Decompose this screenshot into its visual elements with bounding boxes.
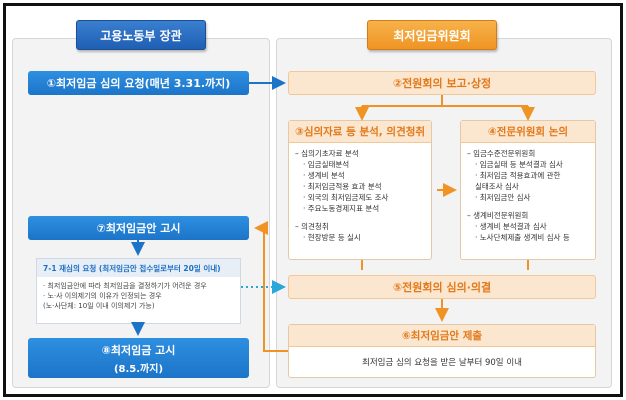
card-section-heading: – 심의기초자료 분석 bbox=[295, 149, 359, 158]
commission-header: 최저임금위원회 bbox=[367, 20, 497, 50]
card-list-item: · 최저임금안 심사 bbox=[475, 193, 531, 202]
step6-submit-text: 최저임금 심의 요청을 받은 날부터 90일 이내 bbox=[362, 358, 522, 368]
step4-expert-card: ④전문위원회 논의 – 임금수준전문위원회 · 임금실태 등 분석결과 심사 · 최… bbox=[460, 120, 596, 260]
ministry-header: 고용노동부 장관 bbox=[76, 20, 206, 50]
card-list-item: · 생계비 분석 bbox=[303, 171, 345, 180]
card-section-heading: – 의견청취 bbox=[295, 222, 329, 231]
step2-report-box: ②전원회의 보고·상정 bbox=[288, 71, 596, 95]
step4-expert-title: ④전문위원회 논의 bbox=[461, 121, 595, 143]
card-section-heading: – 임금수준전문위원회 bbox=[467, 149, 536, 158]
card-list-item: · 현장방문 등 실시 bbox=[303, 233, 361, 242]
step1-request-label: ①최저임금 심의 요청(매년 3.31.까지) bbox=[46, 77, 231, 90]
step8-final-title: ⑧최저임금 고시 bbox=[101, 343, 176, 357]
step7-notice-box: ⑦최저임금안 고시 bbox=[28, 216, 249, 240]
step7-notice-label: ⑦최저임금안 고시 bbox=[96, 222, 181, 235]
step3-analysis-title: ③심의자료 등 분석, 의견청취 bbox=[289, 121, 431, 143]
card-list-item: · 임금실태분석 bbox=[303, 160, 350, 169]
step3-analysis-card: ③심의자료 등 분석, 의견청취 – 심의기초자료 분석 · 임금실태분석 · 생계… bbox=[288, 120, 432, 260]
card-list-item: · 임금실태 등 분석결과 심사 bbox=[475, 160, 563, 169]
card-list-item: · 주요노동경제지표 분석 bbox=[303, 204, 380, 213]
card-section-heading: – 생계비전문위원회 bbox=[467, 211, 529, 220]
step8-final-deadline: (8.5.까지) bbox=[113, 363, 164, 375]
step6-submit-title: ⑥최저임금안 제출 bbox=[289, 325, 595, 347]
step2-report-label: ②전원회의 보고·상정 bbox=[392, 77, 492, 90]
card-list-item: · 생계비 분석결과 심사 bbox=[475, 222, 547, 231]
card-list-item: · 외국의 최저임금제도 조사 bbox=[303, 193, 389, 202]
step5-decide-label: ⑤전원회의 심의·의결 bbox=[392, 281, 492, 294]
reexam-line: · 노·사 이의제기의 이유가 인정되는 경우 bbox=[43, 292, 162, 300]
card-list-item: · 최저임금 적용효과에 관한 bbox=[475, 171, 561, 180]
step4-expert-body: – 임금수준전문위원회 · 임금실태 등 분석결과 심사 · 최저임금 적용효과에 … bbox=[461, 143, 595, 243]
card-spacer bbox=[467, 203, 589, 210]
reexam-request-box: 7-1 재심의 요청 (최저임금안 접수일로부터 20일 이내) · 최저임금안… bbox=[36, 258, 241, 324]
step5-decide-box: ⑤전원회의 심의·의결 bbox=[288, 275, 596, 299]
reexam-title: 7-1 재심의 요청 (최저임금안 접수일로부터 20일 이내) bbox=[37, 259, 240, 277]
reexam-line: (노·사단체: 10일 이내 이의제기 가능) bbox=[43, 302, 155, 310]
step8-final-notice-box: ⑧최저임금 고시 (8.5.까지) bbox=[28, 338, 249, 378]
reexam-line: · 최저임금안에 따라 최저임금을 결정하기가 어려운 경우 bbox=[43, 282, 207, 290]
step1-request-box: ①최저임금 심의 요청(매년 3.31.까지) bbox=[28, 71, 249, 95]
reexam-body: · 최저임금안에 따라 최저임금을 결정하기가 어려운 경우 · 노·사 이의제… bbox=[37, 277, 240, 315]
step3-analysis-body: – 심의기초자료 분석 · 임금실태분석 · 생계비 분석 · 최저임금적용 효과 분… bbox=[289, 143, 431, 243]
card-spacer bbox=[295, 214, 425, 221]
card-list-item: · 노사단체제출 생계비 심사 등 bbox=[475, 233, 570, 242]
card-list-item: 실태조사 심사 bbox=[475, 182, 519, 191]
card-list-item: · 최저임금적용 효과 분석 bbox=[303, 182, 382, 191]
step6-submit-card: ⑥최저임금안 제출 최저임금 심의 요청을 받은 날부터 90일 이내 bbox=[288, 324, 596, 378]
